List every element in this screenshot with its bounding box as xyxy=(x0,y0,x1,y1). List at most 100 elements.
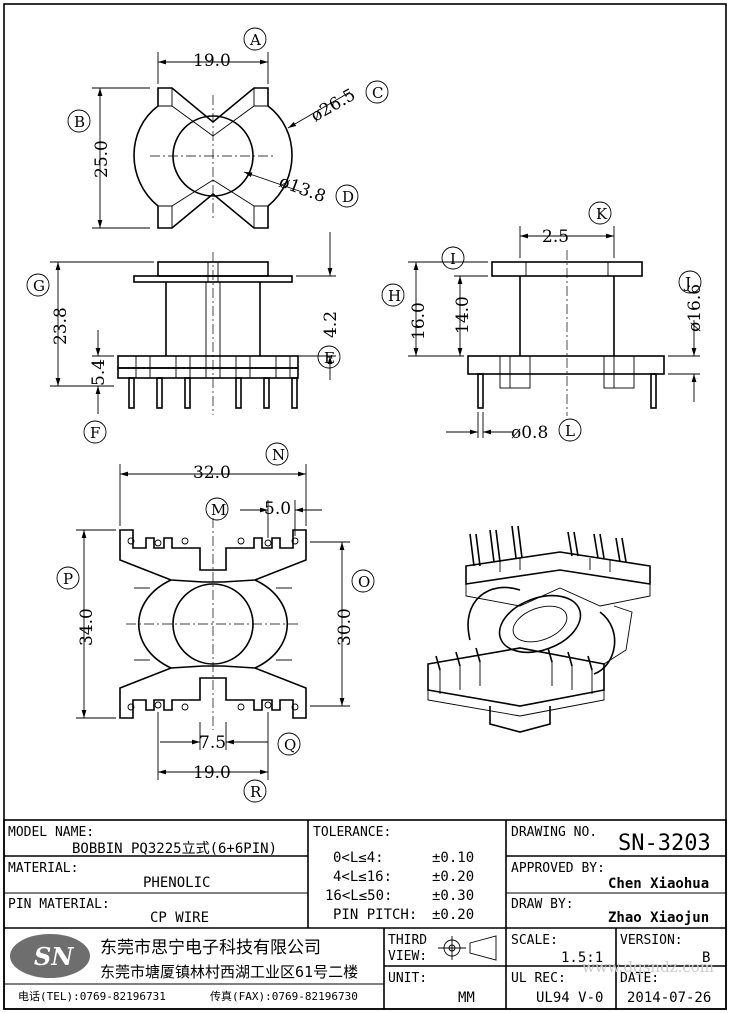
projection-label-1: THIRD xyxy=(388,933,427,948)
material-value: PHENOLIC xyxy=(143,875,210,891)
callout-d: D xyxy=(335,184,359,208)
svg-text:E: E xyxy=(324,349,335,367)
version-label: VERSION: xyxy=(620,933,683,948)
ul-label: UL REC: xyxy=(511,971,566,986)
side-view: 16.0 14.0 2.5 ø16.6 ø0.8 xyxy=(408,226,705,443)
dim-e-value: 4.2 xyxy=(321,311,341,338)
svg-text:C: C xyxy=(372,84,383,102)
date-label: DATE: xyxy=(620,971,659,986)
callout-labels: A B C D E F G H I K J L M N O P Q R xyxy=(26,27,702,803)
callout-e: E xyxy=(317,345,341,369)
third-angle-projection-icon xyxy=(438,935,497,961)
title-block: MODEL NAME: BOBBIN PQ3225立式(6+6PIN) MATE… xyxy=(3,819,727,1010)
company-name: 东莞市思宁电子科技有限公司 xyxy=(100,938,321,958)
dim-r-value: 19.0 xyxy=(193,763,231,783)
tol-range-0: 0<L≤4: xyxy=(333,850,384,866)
material-label: MATERIAL: xyxy=(8,861,78,876)
callout-a: A xyxy=(243,27,267,51)
tol-value-1: ±0.20 xyxy=(432,869,474,885)
tol-range-2: 16<L≤50: xyxy=(325,888,392,904)
dim-a-value: 19.0 xyxy=(193,51,231,71)
dim-p-value: 34.0 xyxy=(77,608,97,646)
dim-o-value: 30.0 xyxy=(335,608,355,646)
callout-m: M xyxy=(205,497,229,521)
model-value: BOBBIN PQ3225立式(6+6PIN) xyxy=(72,841,277,857)
isometric-view xyxy=(427,525,651,733)
svg-text:G: G xyxy=(33,277,45,295)
company-address: 东莞市塘厦镇林村西湖工业区61号二楼 xyxy=(100,963,358,981)
projection-label-2: VIEW: xyxy=(388,949,427,964)
dim-f-value: 5.4 xyxy=(89,359,109,386)
version-value: B xyxy=(702,950,710,966)
watermark: www.dgsndz.com xyxy=(582,958,714,976)
tol-value-2: ±0.30 xyxy=(432,888,474,904)
callout-f: F xyxy=(83,420,107,444)
unit-label: UNIT: xyxy=(388,971,427,986)
dim-j-value: 2.5 xyxy=(542,227,569,247)
callout-o: O xyxy=(351,569,375,593)
callout-p: P xyxy=(56,566,80,590)
company-logo xyxy=(10,934,90,978)
dim-n-value: 32.0 xyxy=(193,463,231,483)
date-value: 2014-07-26 xyxy=(627,990,711,1006)
svg-text:B: B xyxy=(74,113,85,131)
dim-c-value: ø26.5 xyxy=(308,85,360,126)
dim-b-value: 25.0 xyxy=(92,140,112,178)
svg-text:I: I xyxy=(450,250,456,268)
company-logo-text: SN xyxy=(34,942,74,971)
dim-q-value: 7.5 xyxy=(199,733,226,753)
svg-text:L: L xyxy=(565,422,575,440)
dim-l-value: ø0.8 xyxy=(511,423,548,443)
dim-m-value: 5.0 xyxy=(264,499,291,519)
svg-text:N: N xyxy=(272,446,285,464)
approved-label: APPROVED BY: xyxy=(511,861,605,876)
drawing-no-value: SN-3203 xyxy=(618,831,711,856)
top-view: 19.0 25.0 ø26.5 ø13.8 xyxy=(92,51,360,229)
svg-text:F: F xyxy=(90,424,100,442)
callout-g: G xyxy=(26,273,50,297)
drawn-label: DRAW BY: xyxy=(511,897,574,912)
svg-text:Q: Q xyxy=(284,736,296,754)
tol-value-3: ±0.20 xyxy=(432,907,474,923)
svg-text:J: J xyxy=(683,274,691,292)
callout-r: R xyxy=(243,779,267,803)
company-fax: 传真(FAX):0769-82196730 xyxy=(210,989,358,1003)
pin-material-value: CP WIRE xyxy=(150,910,209,926)
bottom-view: 32.0 5.0 34.0 30.0 7.5 19.0 xyxy=(76,463,355,783)
tolerance-label: TOLERANCE: xyxy=(313,825,391,840)
drawn-value: Zhao Xiaojun xyxy=(608,910,709,926)
pin-material-label: PIN MATERIAL: xyxy=(8,897,110,912)
svg-text:P: P xyxy=(63,570,73,588)
svg-text:A: A xyxy=(249,31,261,49)
callout-h: H xyxy=(381,283,405,307)
callout-l: L xyxy=(558,418,582,442)
dim-i-value: 14.0 xyxy=(453,296,473,334)
tol-range-3: PIN PITCH: xyxy=(333,907,417,923)
svg-text:O: O xyxy=(358,573,370,591)
model-label: MODEL NAME: xyxy=(8,825,94,840)
scale-value: 1.5:1 xyxy=(561,950,603,966)
front-view: 23.8 5.4 4.2 xyxy=(50,232,341,415)
scale-label: SCALE: xyxy=(511,933,558,948)
svg-text:R: R xyxy=(250,783,262,801)
callout-j: K xyxy=(588,201,612,225)
svg-text:D: D xyxy=(342,188,354,206)
drawing-no-label: DRAWING NO. xyxy=(511,825,597,840)
tol-range-1: 4<L≤16: xyxy=(333,869,392,885)
dim-g-value: 23.8 xyxy=(51,307,71,345)
ul-value: UL94 V-0 xyxy=(536,990,603,1006)
company-tel: 电话(TEL):0769-82196731 xyxy=(18,990,166,1003)
dim-d-value: ø13.8 xyxy=(276,172,328,207)
dim-k-value: ø16.6 xyxy=(685,284,705,332)
tol-value-0: ±0.10 xyxy=(432,850,474,866)
svg-text:H: H xyxy=(388,287,401,305)
svg-text:M: M xyxy=(211,501,226,519)
callout-c: C xyxy=(365,80,389,104)
approved-value: Chen Xiaohua xyxy=(608,876,709,892)
callout-n: N xyxy=(265,442,289,466)
callout-k: J xyxy=(678,270,702,294)
dim-h-value: 16.0 xyxy=(409,302,429,340)
callout-i: I xyxy=(441,246,465,270)
unit-value: MM xyxy=(458,990,475,1006)
